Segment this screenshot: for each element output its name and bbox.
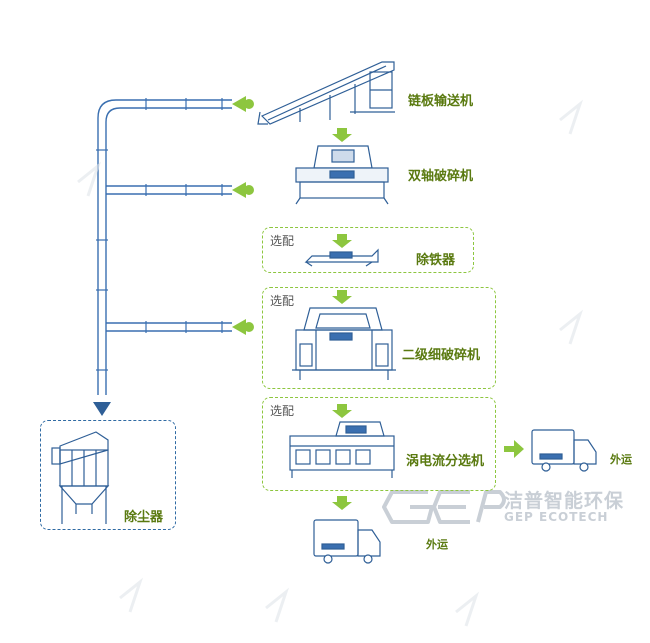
label-eddy-current-separator: 涡电流分选机: [406, 454, 485, 469]
twin-shaft-shredder-drawing: [295, 145, 389, 205]
flow-arrow-3: [332, 290, 352, 304]
optional-box-secondary-shredder: [262, 287, 496, 389]
brand-logo: 洁普智能环保 GEP ECOTECH: [378, 484, 638, 530]
flow-arrow-4: [332, 404, 352, 418]
label-outbound-bottom: 外运: [426, 538, 448, 551]
label-secondary-shredder: 二级细破碎机: [402, 348, 481, 363]
label-dust-collector: 除尘器: [124, 510, 164, 525]
label-iron-remover: 除铁器: [416, 253, 456, 268]
label-outbound-side: 外运: [610, 453, 632, 466]
truck-bottom-drawing: [313, 519, 381, 564]
duct-down-arrow: [93, 402, 111, 416]
watermark-pattern: [77, 99, 584, 627]
suction-nozzle-1: [232, 96, 254, 112]
dust-collector-drawing: [51, 431, 110, 524]
dust-duct-network: [96, 98, 232, 395]
secondary-shredder-drawing: [292, 307, 396, 380]
chain-conveyor-drawing: [257, 61, 395, 125]
dust-collector-box: [40, 420, 176, 530]
optional-box-eddy-separator: [262, 397, 496, 491]
brand-name-cn: 洁普智能环保: [504, 490, 625, 512]
flow-arrow-1: [332, 128, 352, 142]
label-twin-shaft-shredder: 双轴破碎机: [408, 169, 474, 184]
iron-remover-drawing: [304, 248, 379, 267]
suction-nozzle-2: [232, 182, 254, 198]
suction-nozzle-3: [232, 319, 254, 335]
brand-name-en: GEP ECOTECH: [504, 510, 609, 524]
optional-tag-2: 选配: [270, 294, 295, 308]
eddy-current-separator-drawing: [289, 421, 395, 478]
optional-box-iron-remover: [262, 227, 474, 273]
flow-arrow-5: [332, 496, 352, 510]
flow-arrow-2: [332, 234, 352, 248]
truck-side-drawing: [531, 429, 597, 472]
optional-tag-1: 选配: [270, 234, 295, 248]
optional-tag-3: 选配: [270, 404, 295, 418]
flow-arrow-side: [504, 440, 524, 458]
gep-logo-mark: [382, 490, 506, 524]
label-chain-conveyor: 链板输送机: [408, 94, 474, 109]
